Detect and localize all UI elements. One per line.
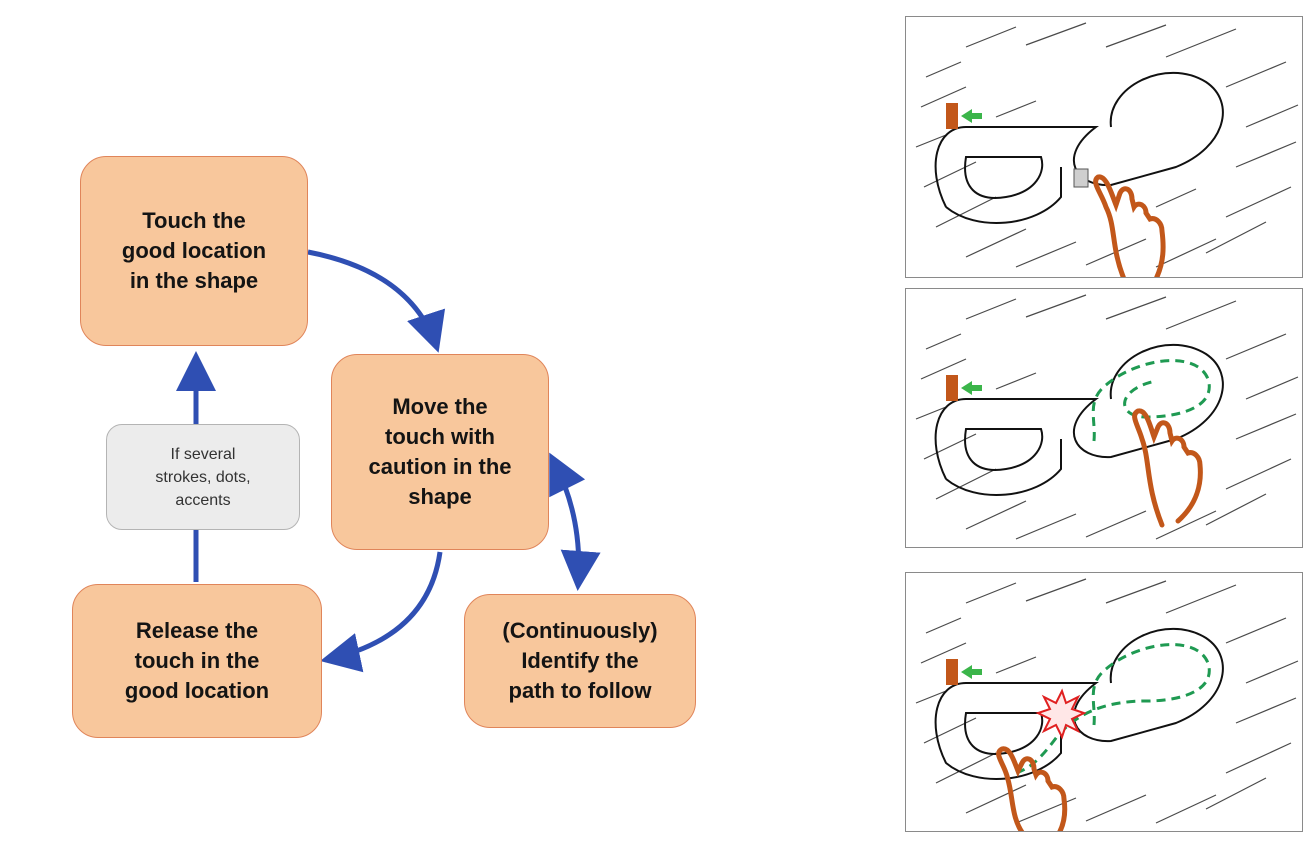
step-touch-good-location: Touch the good location in the shape	[80, 156, 308, 346]
note-several-strokes: If several strokes, dots, accents	[106, 424, 300, 530]
panel-2-scene	[915, 294, 1299, 540]
letter-outline	[934, 627, 1224, 780]
hand-icon	[1093, 174, 1166, 277]
traced-path	[1015, 643, 1211, 775]
step-identify-label: (Continuously) Identify the path to foll…	[502, 618, 658, 703]
step-release-touch: Release the touch in the good location	[72, 584, 322, 738]
arrow-icon	[961, 109, 982, 123]
door-icon	[946, 103, 958, 129]
letter-outline	[934, 71, 1224, 224]
panel-3-scene	[915, 578, 1299, 831]
step-touch-label: Touch the good location in the shape	[121, 208, 267, 293]
arrow-touch-to-move	[307, 249, 446, 353]
step-release-label: Release the touch in the good location	[124, 618, 270, 703]
illustration-panel-2	[905, 288, 1303, 548]
hatch-background	[915, 578, 1299, 824]
error-burst-icon	[1035, 688, 1087, 740]
hatch-background	[915, 294, 1299, 540]
arrow-move-to-release	[320, 551, 443, 673]
note-label: If several strokes, dots, accents	[155, 445, 251, 509]
step-move-label: Move the touch with caution in the shape	[368, 394, 512, 509]
arrow-icon	[961, 665, 982, 679]
start-marker	[1073, 168, 1089, 188]
hatch-background	[915, 22, 1299, 268]
step-move-with-caution: Move the touch with caution in the shape	[331, 354, 549, 550]
hand-icon	[1132, 408, 1203, 528]
panel-1-scene	[915, 22, 1299, 277]
illustration-panel-3	[905, 572, 1303, 832]
traced-path	[1091, 359, 1211, 442]
letter-outline	[934, 343, 1224, 496]
step-identify-path: (Continuously) Identify the path to foll…	[464, 594, 696, 728]
arrow-move-identify-bidirectional	[549, 452, 601, 591]
door-icon	[946, 659, 958, 685]
door-icon	[946, 375, 958, 401]
hand-icon	[996, 746, 1068, 831]
arrow-icon	[961, 381, 982, 395]
illustration-panel-1	[905, 16, 1303, 278]
